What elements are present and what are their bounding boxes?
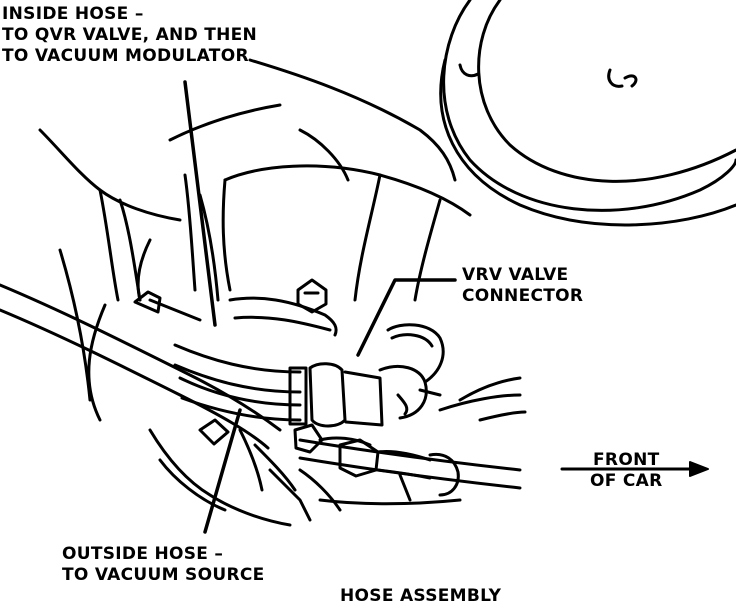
air-cleaner-housing [439,0,736,227]
brake-tube [298,376,527,490]
lower-bracket [148,418,462,527]
label-inside-hose: INSIDE HOSE – TO QVR VALVE, AND THEN TO … [2,4,258,66]
engine-block [38,128,220,422]
label-outside-hose: OUTSIDE HOSE – TO VACUUM SOURCE [62,544,265,585]
leader-inside-hose [183,80,217,327]
mounting-bolt [228,278,338,337]
leader-vrv-connector [356,278,457,357]
leader-outside-hose [203,408,242,534]
intake-duct [168,58,472,302]
figure-caption: HOSE ASSEMBLY [340,586,502,606]
leader-lines [183,80,457,534]
vrv-connector [308,323,445,428]
label-front-of-car: FRONT OF CAR [590,450,663,491]
vacuum-pipe [0,283,282,450]
hose-pair [173,343,308,426]
label-vrv-valve-connector: VRV VALVE CONNECTOR [462,265,584,306]
front-arrow-icon [560,461,709,477]
